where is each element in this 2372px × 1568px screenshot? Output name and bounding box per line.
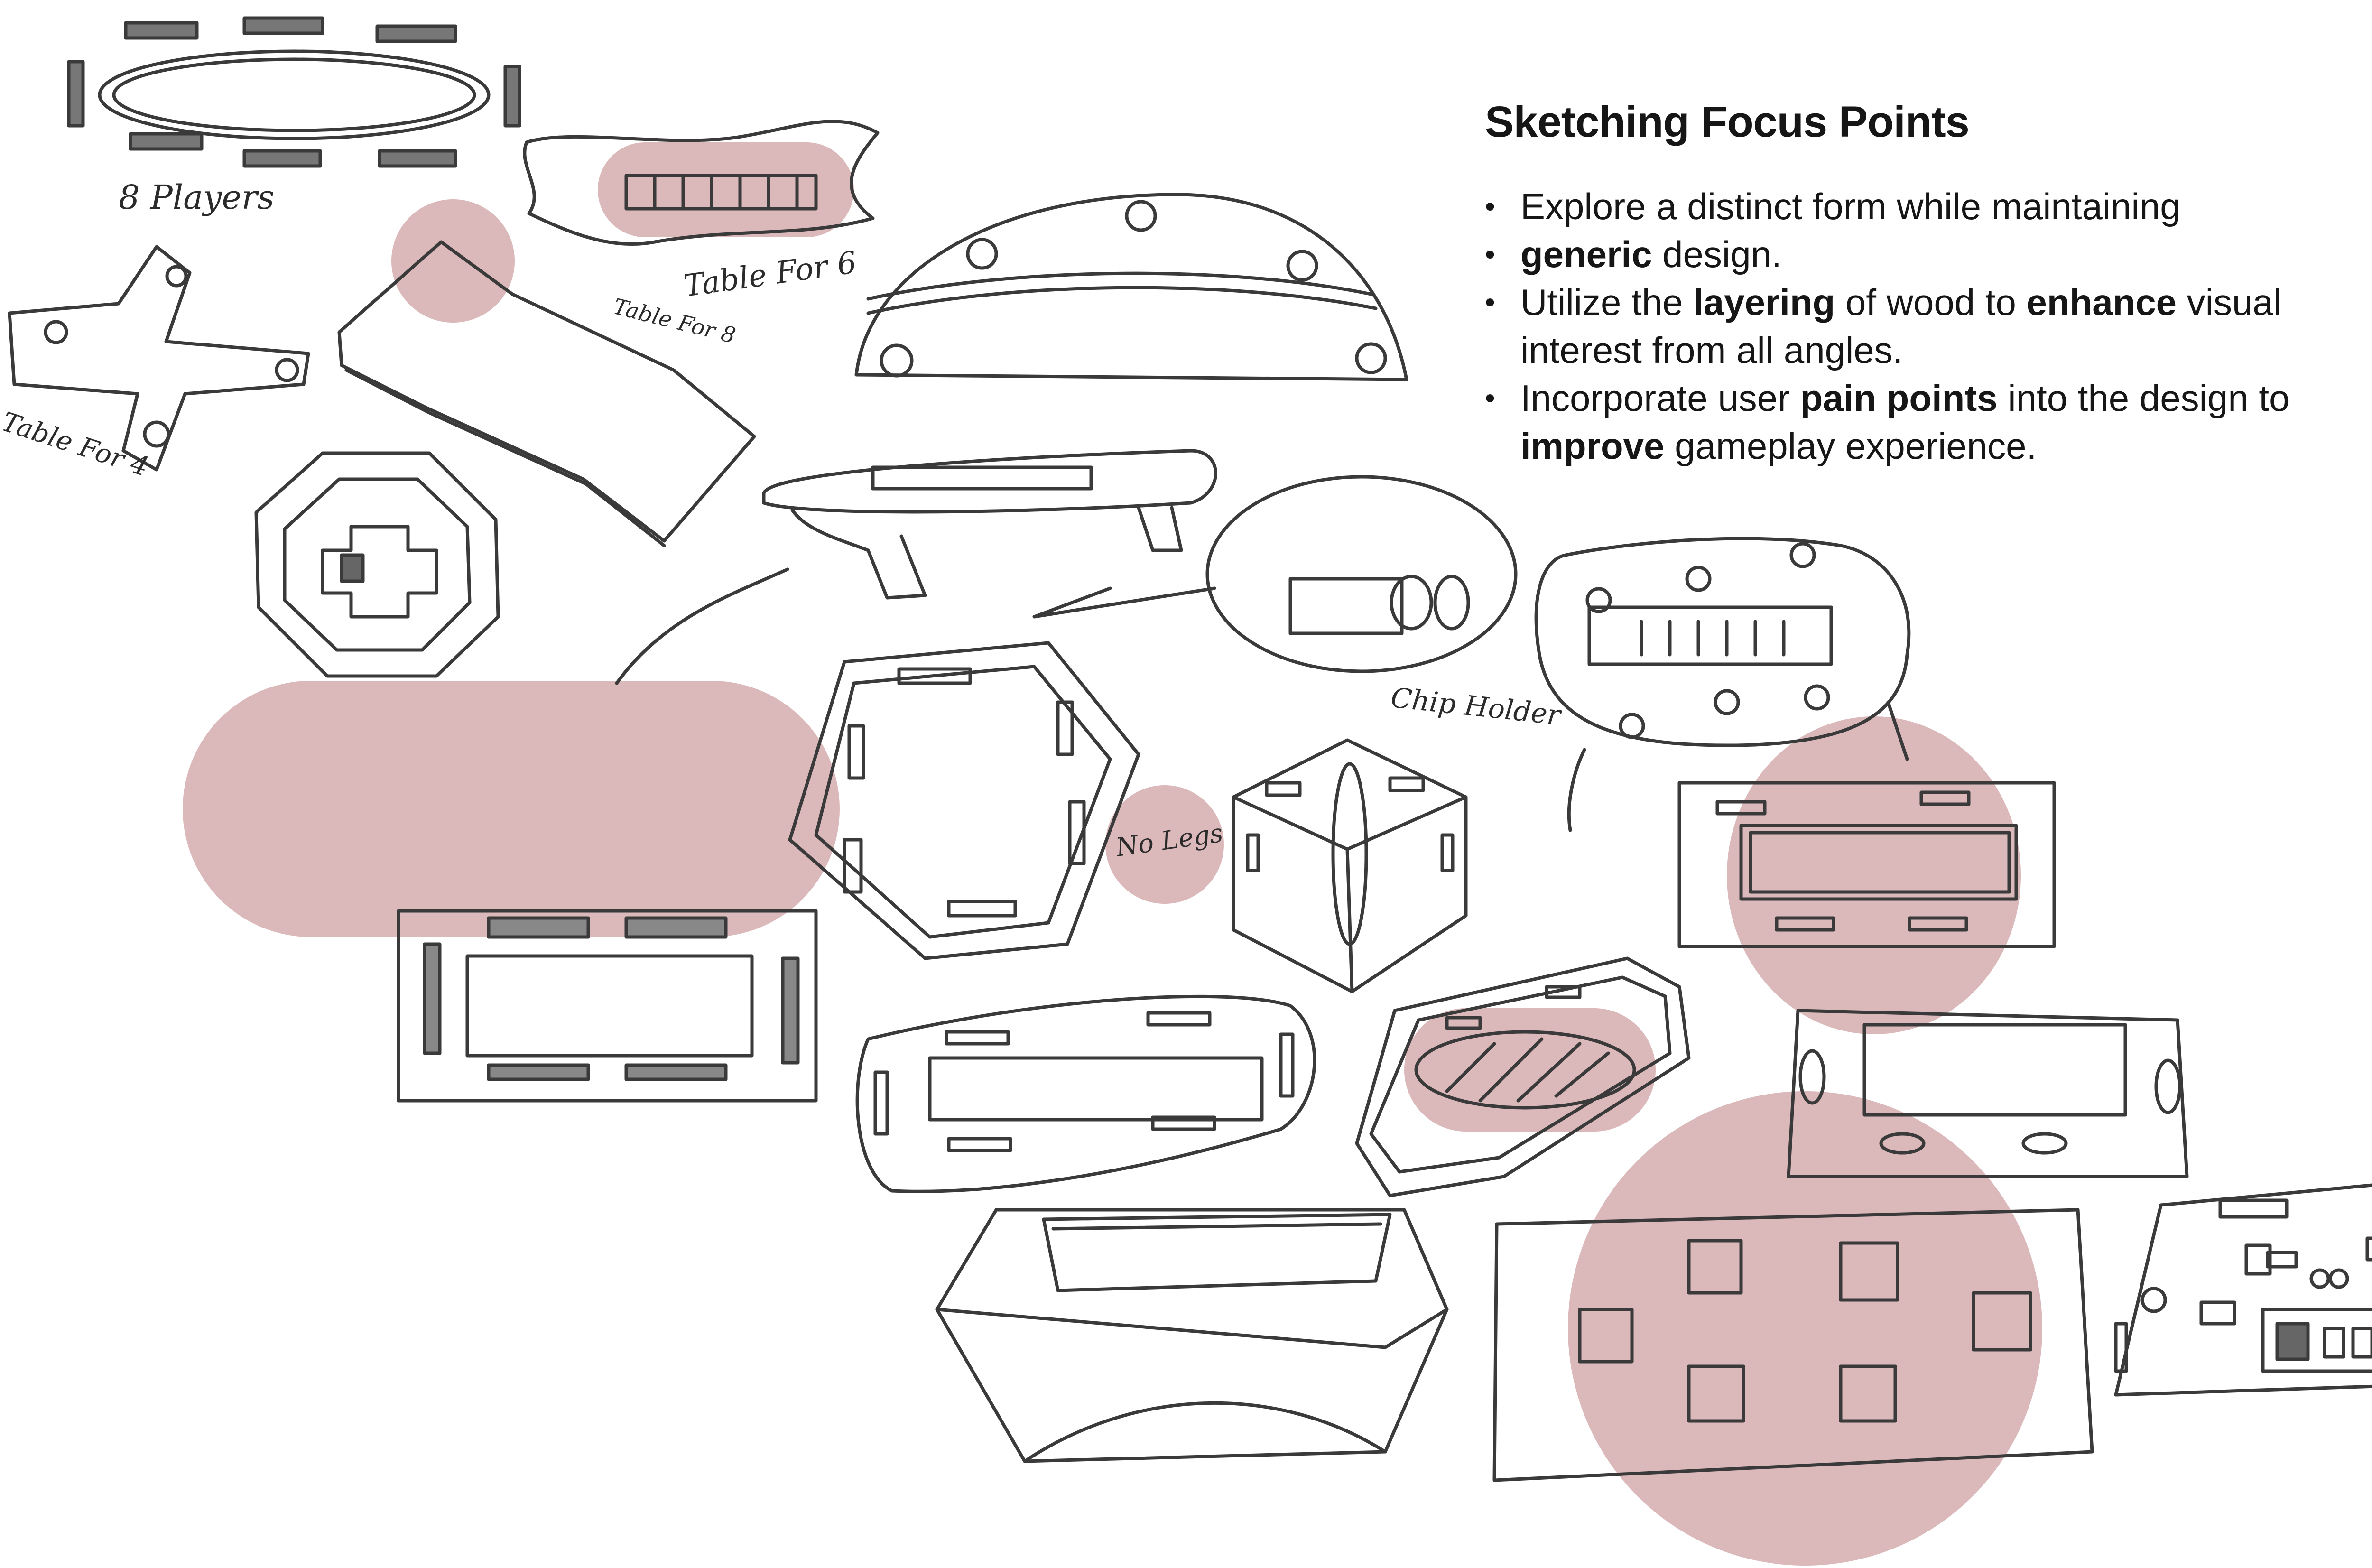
- highlight-no-legs: [1105, 785, 1224, 904]
- sketch-hexagon-table: [788, 641, 1140, 960]
- bullet-text: into the design to: [1997, 377, 2290, 419]
- note-chip-holder: Chip Holder: [1390, 681, 1564, 732]
- sketch-wavy-table: [523, 120, 880, 246]
- emphasis-text: generic: [1520, 233, 1652, 275]
- sketch-cross-table: [8, 245, 310, 472]
- bullet-text: Utilize the: [1520, 281, 1694, 323]
- sketch-raised-table: [615, 449, 1217, 685]
- bullet-text: gameplay experience.: [1664, 425, 2037, 467]
- note-table-for-4: Table For 4: [0, 406, 152, 482]
- sketch-cup-holder-table: [1492, 1208, 2094, 1482]
- emphasis-text: layering: [1693, 281, 1835, 323]
- emphasis-text: improve: [1520, 425, 1665, 467]
- highlight-cup-holders: [1568, 1091, 2042, 1566]
- sketches: [8, 16, 2372, 1482]
- bullet-text: design.: [1652, 233, 1782, 275]
- focus-points-panel: Sketching Focus Points Explore a distinc…: [1485, 97, 2372, 470]
- sketch-notched-table: [337, 240, 756, 547]
- sketch-pill-table: [1534, 537, 1911, 832]
- sketch-tiered-table: [1677, 781, 2056, 948]
- emphasis-text: enhance: [2026, 281, 2177, 323]
- highlights: [183, 142, 2042, 1566]
- highlight-chip-tray: [598, 142, 854, 237]
- sketch-angled-table: [1355, 956, 1691, 1197]
- sketch-detailed-table: [2114, 1183, 2372, 1397]
- highlight-raised-rail: [1727, 716, 2021, 1034]
- sketch-chip-holder-detail: [1032, 475, 1518, 673]
- sketch-octagon-table: [254, 451, 500, 678]
- sketch-box-table: [1787, 1009, 2189, 1178]
- note-8-players: 8 Players: [119, 178, 274, 217]
- sketch-oval-table: [67, 16, 521, 168]
- sketch-rounded-slab-table: [855, 994, 1316, 1193]
- bullet-text: Incorporate user: [1520, 377, 1800, 419]
- focus-points-list: Explore a distinct form while maintainin…: [1485, 183, 2372, 470]
- emphasis-text: pain points: [1800, 377, 1998, 419]
- focus-point-item: Incorporate user pain points into the de…: [1485, 374, 2372, 470]
- focus-point-item: generic design.: [1485, 231, 2372, 278]
- bullet-text: Explore a distinct form while maintainin…: [1520, 186, 2181, 227]
- note-table-for-8: Table For 8: [611, 293, 738, 348]
- sketch-trapezoid-table: [935, 1208, 1449, 1463]
- focus-point-item: Utilize the layering of wood to enhance …: [1485, 278, 2372, 374]
- bullet-text: of wood to: [1835, 281, 2027, 323]
- sketch-half-round-table: [854, 193, 1408, 381]
- page-title: Sketching Focus Points: [1485, 98, 1970, 146]
- bullet-text: visual interest from all angles.: [1520, 281, 2282, 371]
- focus-point-item: Explore a distinct form while maintainin…: [1485, 183, 2372, 231]
- note-table-for-6: Table For 6: [682, 245, 859, 304]
- sketch-cube-table: [1232, 738, 1468, 993]
- highlight-felt-surface: [1404, 1008, 1656, 1132]
- highlight-card-slots: [183, 681, 840, 937]
- highlight-corner-joint: [391, 199, 515, 323]
- sketch-rectangle-table: [397, 909, 818, 1103]
